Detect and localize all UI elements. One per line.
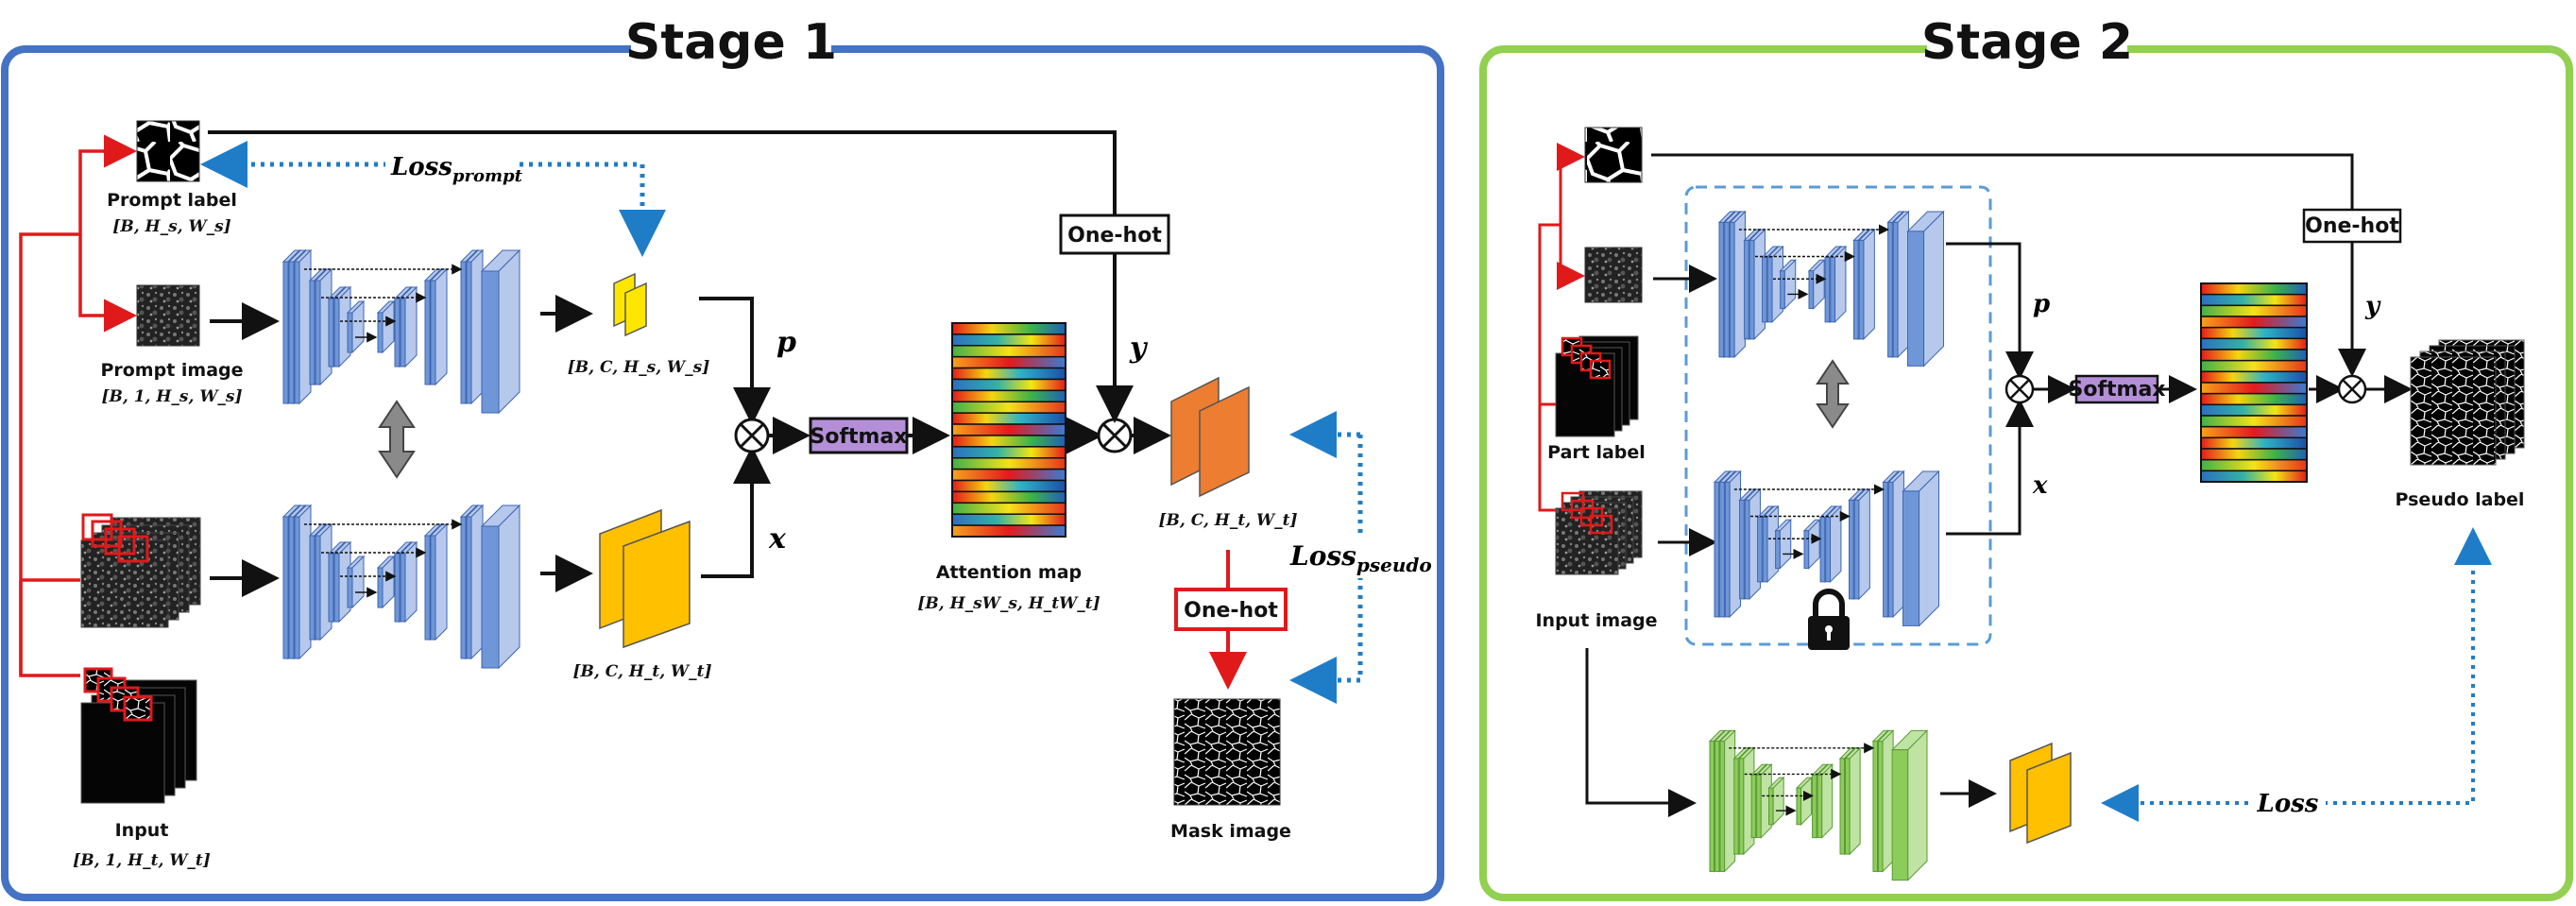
one-hot-box-top [1059, 214, 1170, 255]
prompt-image-text: Prompt image [100, 360, 243, 381]
lock-icon [1808, 589, 1850, 650]
prompt-image-dim: [B, 1, H_s, W_s] [101, 387, 242, 406]
prompt-image-thumbnail [136, 284, 200, 347]
p-symbol: p [776, 326, 796, 359]
attention-map-dim: [B, H_sW_s, H_tW_t] [917, 594, 1100, 613]
stage2-attention-map [2200, 282, 2308, 483]
one-hot-box-bottom [1174, 588, 1288, 631]
stage2-p-symbol: p [2033, 290, 2050, 318]
input-dim: [B, 1, H_t, W_t] [73, 851, 211, 870]
stage2-x-symbol: x [2032, 471, 2048, 500]
input-text: Input [115, 820, 169, 841]
circled-times-icon [734, 418, 770, 453]
stage2-prompt-image-thumbnail [1584, 247, 1643, 303]
prompt-label-thumbnail [136, 120, 200, 182]
double-arrow-icon [378, 400, 416, 479]
student-unet [1708, 729, 1929, 881]
part-label-stack [1555, 335, 1639, 437]
input-label-stack [80, 667, 197, 804]
stage2-unet-bottom [1713, 470, 1940, 627]
y-symbol: y [1129, 332, 1149, 365]
svg-text:Lossprompt: Lossprompt [390, 153, 523, 186]
mask-image [1173, 698, 1281, 806]
stage2-y-symbol: y [2364, 292, 2381, 320]
prompt-feature-map [613, 272, 647, 337]
input-image-text: Input image [1535, 610, 1657, 631]
softmax-text: Softmax [810, 425, 907, 449]
pseudo-label-stack [2410, 339, 2525, 466]
output-feature-map [1170, 376, 1250, 498]
stage2-input-image-stack [1555, 490, 1643, 575]
circled-times-icon [2337, 374, 2367, 404]
mask-image-text: Mask image [1170, 821, 1291, 842]
double-arrow-icon [1816, 359, 1850, 429]
stage2-title: Stage 2 [1921, 14, 2133, 71]
svg-text:Losspseudo: Losspseudo [1289, 540, 1432, 576]
prompt-label-text: Prompt label [107, 190, 237, 211]
stage2-unet-top [1717, 210, 1945, 368]
loss-pseudo-label: Losspseudo [1289, 540, 1432, 576]
input-feature-map [599, 508, 691, 649]
circled-times-icon [1097, 418, 1133, 453]
pseudo-label-text: Pseudo label [2396, 489, 2525, 510]
one-hot-bottom-text: One-hot [1184, 599, 1278, 623]
prompt-feature-dim: [B, C, H_s, W_s] [568, 358, 710, 377]
unet-bottom [281, 504, 521, 670]
stage2-prompt-label-thumbnail [1584, 127, 1643, 183]
one-hot-top-text: One-hot [1067, 224, 1162, 248]
stage1-title: Stage 1 [625, 14, 837, 71]
loss-prompt-label: Lossprompt [390, 153, 523, 186]
x-symbol: x [768, 522, 787, 556]
stage2-softmax-text: Softmax [2068, 378, 2165, 402]
prompt-label-dim: [B, H_s, W_s] [112, 217, 230, 236]
output-feature-dim: [B, C, H_t, W_t] [1158, 511, 1297, 530]
part-label-text: Part label [1547, 442, 1646, 463]
circled-times-icon [2005, 374, 2035, 404]
softmax-box [809, 417, 909, 454]
stage2-one-hot-text: One-hot [2305, 214, 2399, 238]
input-image-stack [80, 513, 201, 628]
input-feature-dim: [B, C, H_t, W_t] [572, 662, 711, 681]
attention-map-text: Attention map [936, 562, 1082, 583]
attention-map [951, 322, 1066, 538]
loss-text: Loss [2257, 790, 2319, 818]
stage2-softmax-box [2074, 374, 2159, 404]
student-feature-map [2009, 742, 2072, 845]
unet-top [281, 248, 521, 415]
